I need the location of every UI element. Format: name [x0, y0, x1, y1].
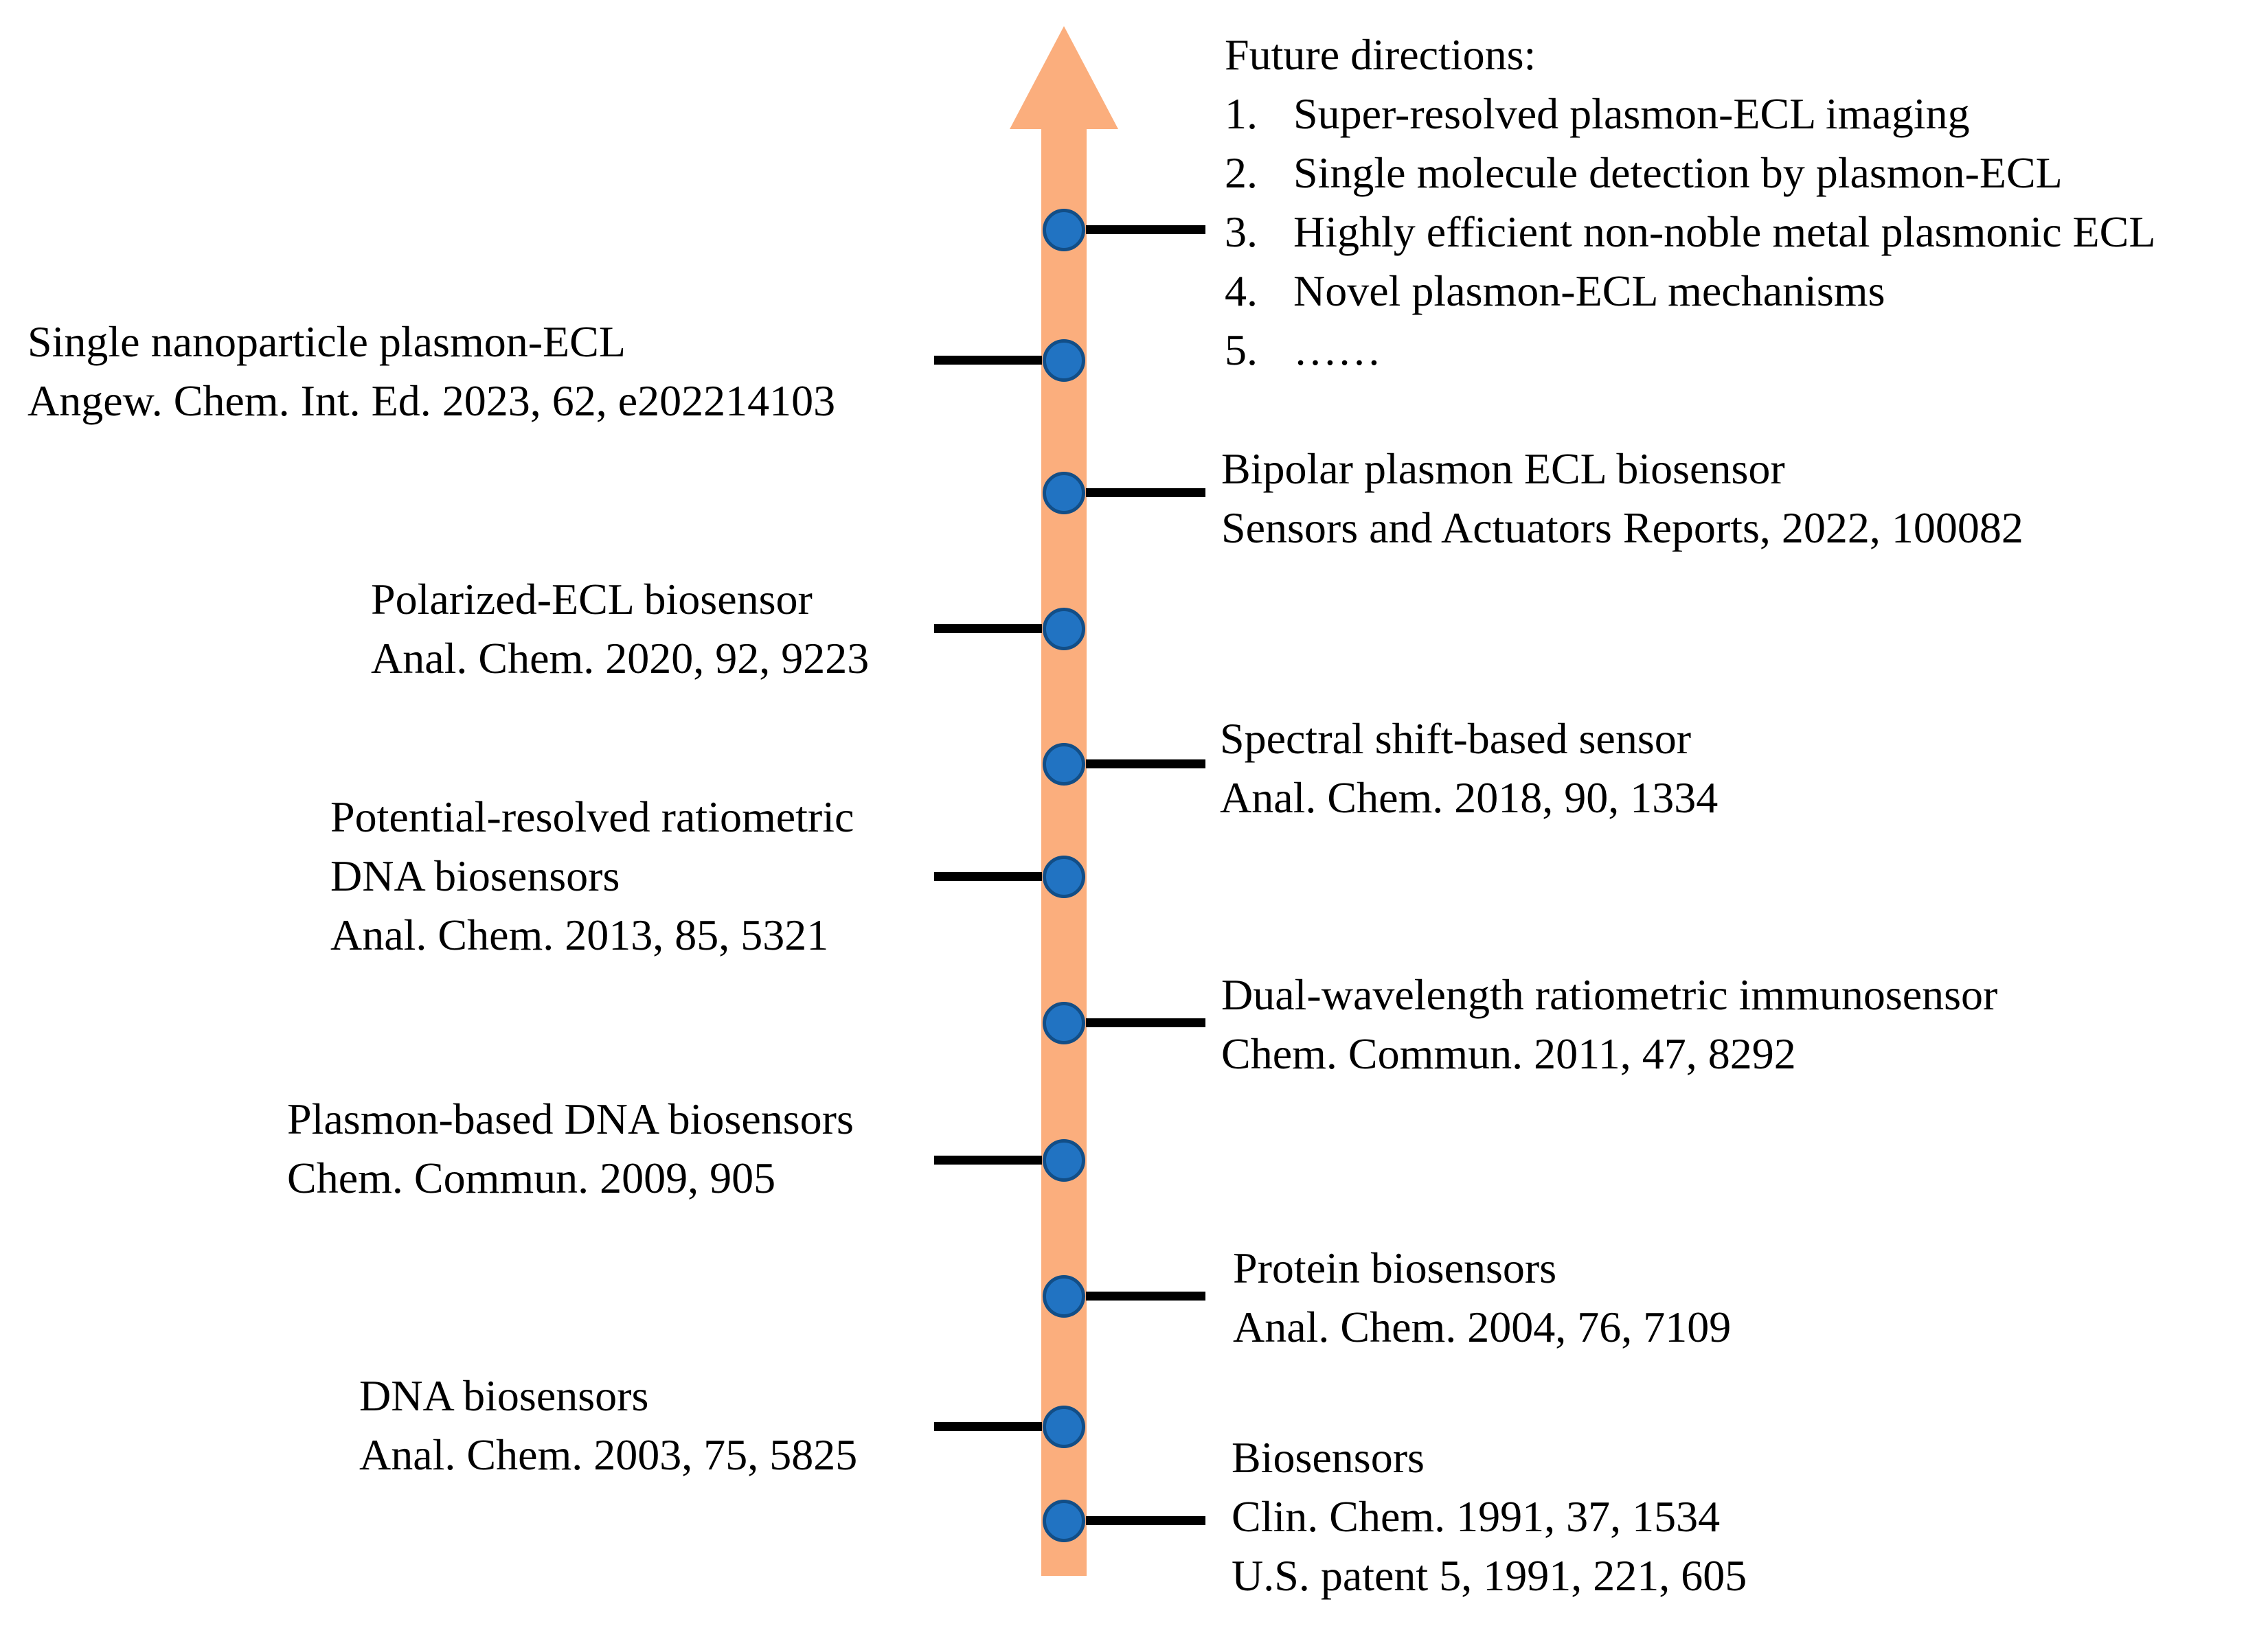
- milestone-dot-icon: [1043, 608, 1085, 650]
- milestone-label-line: Protein biosensors: [1233, 1244, 1557, 1292]
- milestone-dot-icon: [1043, 1002, 1085, 1044]
- milestone-label-line: Chem. Commun. 2009, 905: [287, 1154, 776, 1202]
- connector-line-icon: [1086, 1018, 1205, 1027]
- future-item-text: ……: [1293, 325, 1381, 374]
- milestone-dot-icon: [1043, 1500, 1085, 1542]
- milestone-label-line: U.S. patent 5, 1991, 221, 605: [1232, 1551, 1747, 1600]
- milestone-label: Dual-wavelength ratiometric immunosensor…: [1221, 965, 1997, 1084]
- milestone-label-line: Plasmon-based DNA biosensors: [287, 1095, 854, 1143]
- connector-line-icon: [1086, 1516, 1205, 1525]
- connector-line-icon: [934, 872, 1042, 881]
- milestone-dot-icon: [1043, 339, 1085, 382]
- future-item-number: 2.: [1225, 148, 1258, 197]
- milestone-label-line: Chem. Commun. 2011, 47, 8292: [1221, 1029, 1796, 1078]
- milestone-dot-icon: [1043, 1139, 1085, 1182]
- future-item-number: 1.: [1225, 89, 1258, 138]
- future-item-text: Super-resolved plasmon-ECL imaging: [1293, 89, 1970, 138]
- milestone-label-line: Sensors and Actuators Reports, 2022, 100…: [1221, 503, 2023, 552]
- connector-line-icon: [1086, 225, 1205, 234]
- future-direction-item: 2. Single molecule detection by plasmon-…: [1225, 144, 2155, 203]
- milestone-label-line: Angew. Chem. Int. Ed. 2023, 62, e2022141…: [27, 376, 836, 425]
- milestone-label-line: Clin. Chem. 1991, 37, 1534: [1232, 1492, 1721, 1541]
- connector-line-icon: [934, 624, 1042, 633]
- future-direction-item: 4. Novel plasmon-ECL mechanisms: [1225, 262, 2155, 321]
- milestone-dot-icon: [1043, 472, 1085, 514]
- future-direction-item: 5. ……: [1225, 321, 2155, 380]
- future-item-text: Highly efficient non-noble metal plasmon…: [1293, 207, 2156, 256]
- future-direction-item: 1. Super-resolved plasmon-ECL imaging: [1225, 84, 2155, 144]
- milestone-label-line: Spectral shift-based sensor: [1220, 714, 1692, 763]
- connector-line-icon: [934, 356, 1042, 365]
- milestone-dot-icon: [1043, 743, 1085, 786]
- milestone-label-line: Anal. Chem. 2018, 90, 1334: [1220, 773, 1719, 822]
- future-item-number: 5.: [1225, 325, 1258, 374]
- future-item-number: 3.: [1225, 207, 1258, 256]
- arrow-up-icon: [1010, 26, 1118, 129]
- milestone-label-line: Dual-wavelength ratiometric immunosensor: [1221, 970, 1998, 1019]
- milestone-label-line: Polarized-ECL biosensor: [371, 575, 813, 623]
- milestone-dot-icon: [1043, 856, 1085, 898]
- milestone-label-line: DNA biosensors: [330, 851, 620, 900]
- milestone-label-line: Potential-resolved ratiometric: [330, 792, 854, 841]
- future-directions-block: Future directions: 1. Super-resolved pla…: [1225, 25, 2155, 380]
- milestone-label-line: Bipolar plasmon ECL biosensor: [1221, 444, 1785, 493]
- future-directions-title: Future directions:: [1225, 30, 1536, 79]
- connector-line-icon: [1086, 488, 1205, 497]
- milestone-label: Single nanoparticle plasmon-ECL Angew. Ch…: [27, 312, 835, 431]
- connector-line-icon: [1086, 759, 1205, 768]
- milestone-label-line: Anal. Chem. 2003, 75, 5825: [359, 1430, 858, 1479]
- milestone-label-line: Anal. Chem. 2020, 92, 9223: [371, 634, 870, 683]
- milestone-label-line: Anal. Chem. 2013, 85, 5321: [330, 911, 829, 959]
- future-direction-item: 3. Highly efficient non-noble metal plas…: [1225, 203, 2155, 262]
- milestone-label-line: Single nanoparticle plasmon-ECL: [27, 317, 626, 366]
- milestone-label-line: Biosensors: [1232, 1433, 1425, 1482]
- milestone-label-line: Anal. Chem. 2004, 76, 7109: [1233, 1303, 1732, 1351]
- milestone-dot-icon: [1043, 1406, 1085, 1448]
- future-item-text: Single molecule detection by plasmon-ECL: [1293, 148, 2063, 197]
- future-item-number: 4.: [1225, 266, 1258, 315]
- milestone-dot-icon: [1043, 1275, 1085, 1318]
- connector-line-icon: [934, 1156, 1042, 1165]
- milestone-dot-icon: [1043, 209, 1085, 251]
- connector-line-icon: [934, 1422, 1042, 1431]
- milestone-label-line: DNA biosensors: [359, 1371, 649, 1420]
- connector-line-icon: [1086, 1292, 1205, 1301]
- future-item-text: Novel plasmon-ECL mechanisms: [1293, 266, 1885, 315]
